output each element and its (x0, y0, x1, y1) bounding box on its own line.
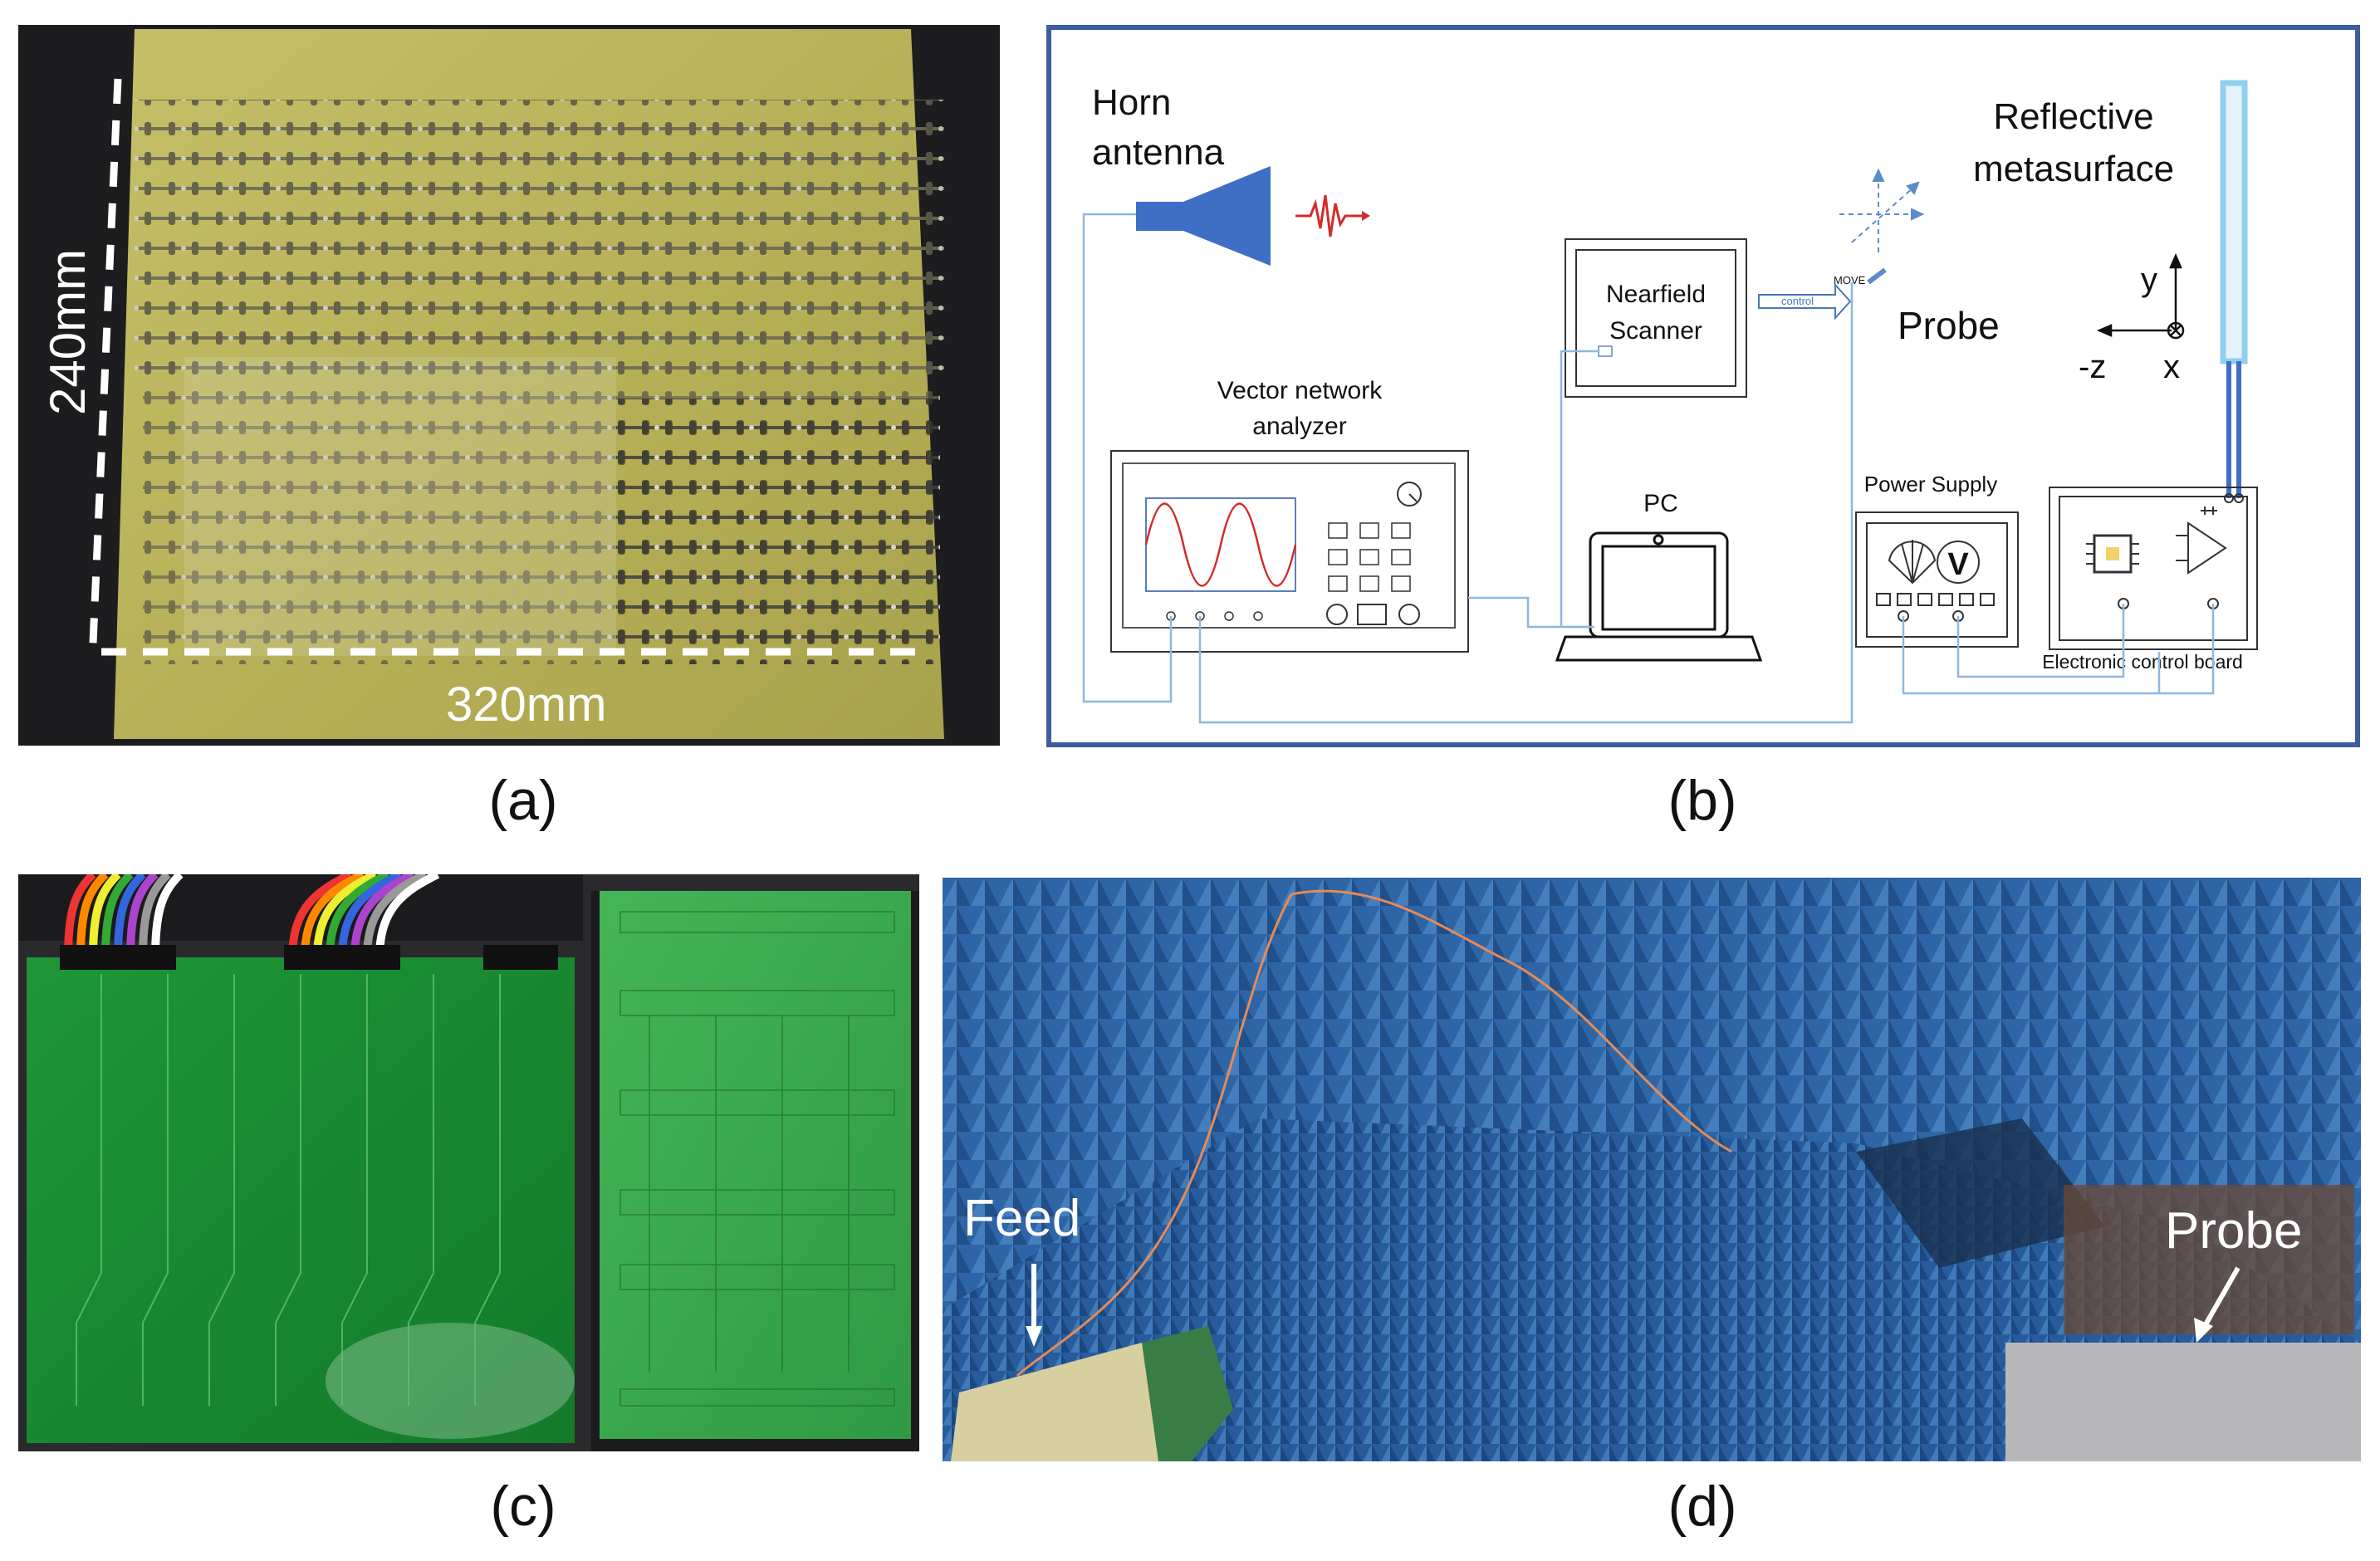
pc-laptop-icon (1555, 531, 1763, 662)
metasurface-label-line-1: Reflective (1993, 96, 2153, 137)
probe-label-photo: Probe (2165, 1202, 2303, 1260)
caption-c: (c) (490, 1475, 556, 1538)
nearfield-scanner-icon (1565, 238, 1747, 398)
anechoic-chamber-image (943, 878, 2361, 1461)
scanner-label-line-1: Nearfield (1606, 281, 1706, 308)
vna-label-line-1: Vector network (1217, 377, 1383, 404)
metasurface-label-line-2: metasurface (1973, 149, 2174, 189)
power-supply-icon (1855, 511, 2019, 648)
control-arrow-icon (1758, 282, 1852, 321)
panel-b-diagram: Horn antenna Vector network analyzer (1046, 25, 2360, 747)
axis-z-label: -z (2079, 349, 2106, 385)
pc-label: PC (1643, 490, 1678, 517)
height-dimension-label: 240mm (40, 248, 95, 415)
metasurface-icon (2220, 80, 2248, 365)
panel-c-photo (18, 874, 919, 1451)
control-board-label: Electronic control board (2042, 651, 2243, 673)
horn-label-line-2: antenna (1092, 132, 1225, 173)
metasurface-board-image (89, 29, 944, 739)
feed-label: Feed (963, 1190, 1081, 1247)
setup-diagram: Horn antenna Vector network analyzer (1046, 25, 2360, 747)
axis-y-label: y (2141, 262, 2157, 298)
move-label: MOVE (1834, 274, 1866, 286)
caption-d: (d) (1667, 1475, 1737, 1538)
vna-label-line-2: analyzer (1252, 413, 1346, 440)
vector-network-analyzer-icon (1110, 450, 1469, 653)
voltmeter-symbol: V (1947, 547, 1969, 582)
coordinate-axes-icon (2096, 252, 2185, 340)
horn-antenna-icon (1136, 166, 1271, 266)
horn-label-line-1: Horn (1092, 82, 1171, 123)
control-pcbs-image (18, 874, 919, 1451)
axis-x-label: x (2163, 349, 2180, 385)
caption-b: (b) (1667, 769, 1737, 832)
power-supply-label: Power Supply (1864, 472, 1997, 497)
probe-icon (1839, 168, 1925, 285)
panel-a-photo: 240mm 320mm (18, 25, 1000, 746)
wave-pulse-icon (1295, 194, 1362, 237)
width-dimension-label: 320mm (446, 678, 607, 732)
caption-a: (a) (488, 769, 558, 832)
control-arrow-label: control (1781, 295, 1814, 307)
scanner-label-line-2: Scanner (1609, 317, 1702, 345)
connection-wires (1082, 213, 2215, 724)
panel-d-photo: Feed Probe (943, 878, 2361, 1461)
probe-label: Probe (1898, 304, 2000, 347)
